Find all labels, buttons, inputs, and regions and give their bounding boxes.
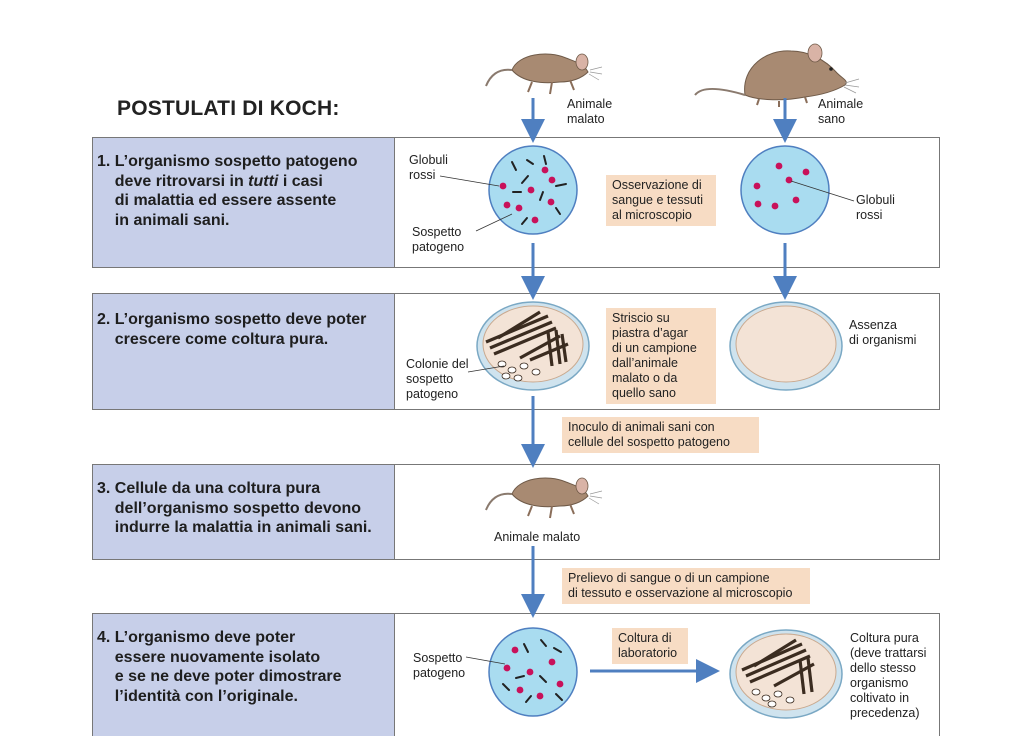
label-animale-sano-top: Animale sano <box>818 97 864 126</box>
sick-mouse-row3-icon <box>485 477 603 519</box>
label-globuli-rossi-left: Globuli rossi <box>409 153 448 182</box>
diagram-title: POSTULATI DI KOCH: <box>117 97 340 120</box>
label-sospetto-patogeno-4: Sospetto patogeno <box>413 651 466 680</box>
step-4-text: 4. L’organismo deve poter essere nuovame… <box>97 629 342 705</box>
step-2-panel <box>93 294 395 409</box>
re-isolated-slide <box>465 627 578 717</box>
note-inoculo: Inoculo di animali sani con cellule del … <box>562 417 759 453</box>
emphasis-tutti: tutti <box>248 172 279 190</box>
note-coltura-lab: Coltura di laboratorio <box>612 628 688 664</box>
step-1-text: 1. L’organismo sospetto patogeno deve ri… <box>97 153 358 229</box>
label-colonie: Colonie del sospetto patogeno <box>406 357 469 401</box>
step-1-panel <box>93 138 395 267</box>
step-3-panel <box>93 465 395 559</box>
note-prelievo: Prelievo di sangue o di un campione di t… <box>562 568 810 604</box>
empty-petri-dish <box>729 301 843 391</box>
note-striscio: Striscio su piastra d’agar di un campion… <box>606 308 716 404</box>
petri-dish-icon <box>467 301 590 391</box>
step-4-panel <box>93 614 395 736</box>
step-2-text: 2. L’organismo sospetto deve poter cresc… <box>97 311 367 348</box>
note-osservazione: Osservazione di sangue e tessuti al micr… <box>606 175 716 226</box>
microscope-slide-icon <box>439 145 578 235</box>
label-animale-malato-top: Animale malato <box>567 97 613 126</box>
pure-culture-dish <box>729 629 843 719</box>
label-coltura-pura: Coltura pura (deve trattarsi dello stess… <box>850 631 927 720</box>
step-3-row <box>92 464 940 560</box>
sick-mouse-icon <box>485 53 603 95</box>
step-3-text: 3. Cellule da una coltura pura dell’orga… <box>97 480 372 536</box>
healthy-blood-slide <box>740 145 855 235</box>
label-sospetto-patogeno-1: Sospetto patogeno <box>412 225 465 254</box>
label-assenza: Assenza di organismi <box>849 318 917 347</box>
label-animale-malato-3: Animale malato <box>494 530 581 544</box>
healthy-mouse-icon <box>694 43 860 107</box>
label-globuli-rossi-right: Globuli rossi <box>856 193 895 222</box>
